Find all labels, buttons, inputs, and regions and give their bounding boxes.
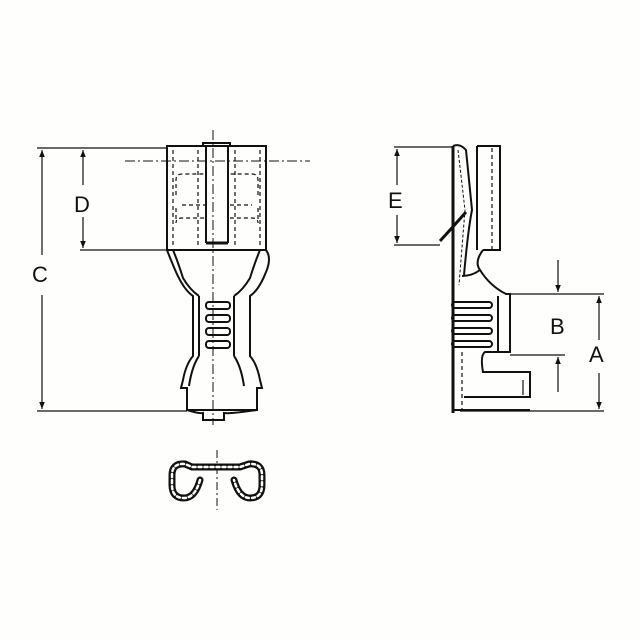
- front-view: [125, 130, 310, 425]
- dimension-label-e: E: [388, 188, 403, 213]
- side-dimensions: [394, 146, 604, 412]
- front-dimensions: [37, 147, 187, 412]
- dimension-label-c: C: [32, 262, 48, 287]
- side-view: [438, 144, 531, 413]
- end-section-view: [168, 450, 266, 510]
- dimension-label-a: A: [589, 342, 604, 367]
- dimension-label-b: B: [550, 314, 565, 339]
- dimension-label-d: D: [74, 192, 90, 217]
